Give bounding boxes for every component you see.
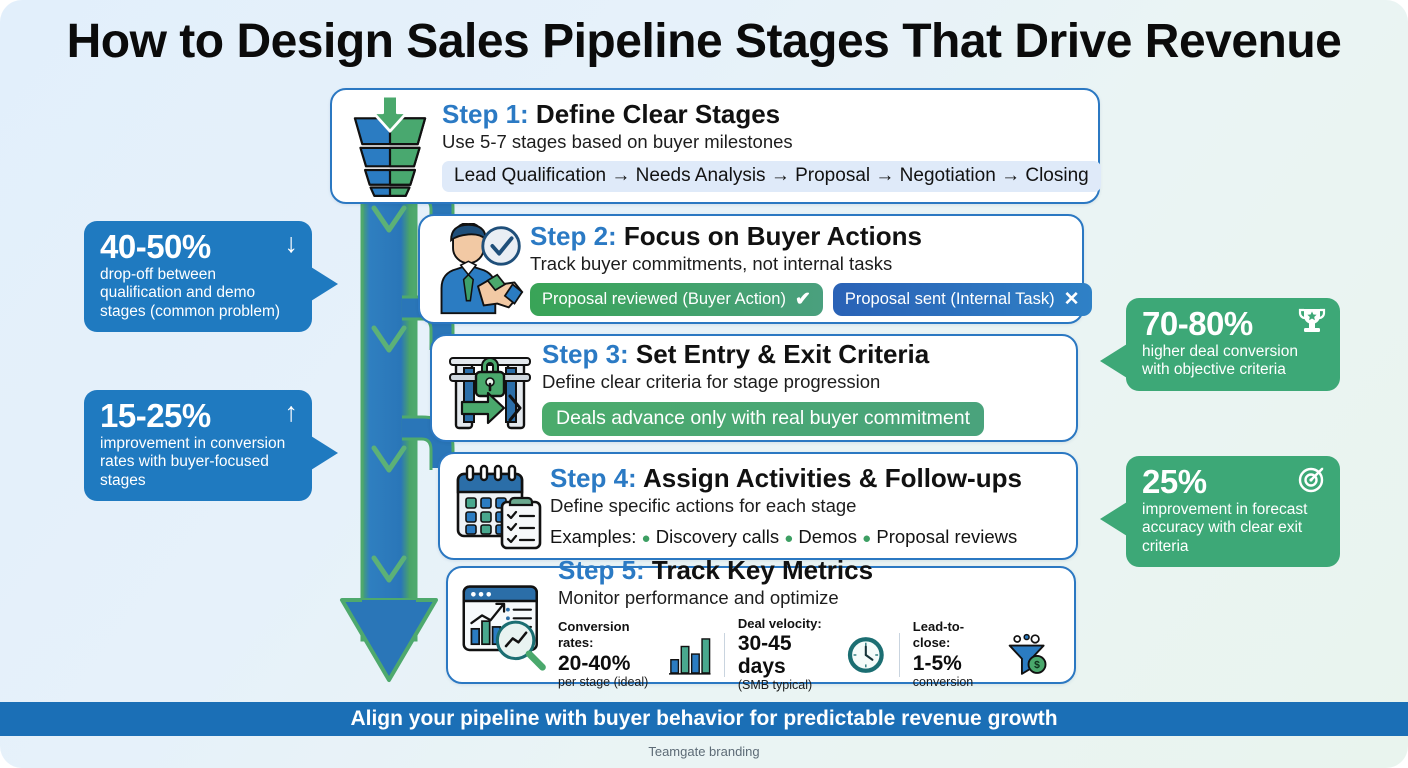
step-4-title: Step 4: Assign Activities & Follow-ups <box>550 464 1062 492</box>
callout-left-2: 15-25% ↑ improvement in conversion rates… <box>84 390 338 501</box>
step-4-examples: Examples: ● Discovery calls ● Demos ● Pr… <box>550 526 1062 548</box>
callout-right-2: 25% improvement in forecast accuracy wit… <box>1100 456 1340 567</box>
step-card-4[interactable]: Step 4: Assign Activities & Follow-ups D… <box>438 452 1078 560</box>
metric-deal-velocity: Deal velocity: 30-45 days (SMB typical) <box>725 616 899 694</box>
callout-left-1: 40-50% ↓ drop-off between qualification … <box>84 221 338 332</box>
step-1-title: Step 1: Define Clear Stages <box>442 100 1101 128</box>
bottom-banner: Align your pipeline with buyer behavior … <box>0 702 1408 736</box>
callout-tail <box>1100 502 1127 536</box>
callout-right-1: 70-80% higher deal conversion with objec… <box>1100 298 1340 391</box>
step-4-number: Step 4: <box>550 462 637 493</box>
step-card-3[interactable]: Step 3: Set Entry & Exit Criteria Define… <box>430 334 1078 442</box>
arrow-up-icon: ↑ <box>284 397 299 427</box>
callout-tail <box>311 267 338 301</box>
analytics-magnifier-icon <box>458 577 554 673</box>
page-title: How to Design Sales Pipeline Stages That… <box>66 15 1342 68</box>
callout-text: improvement in conversion rates with buy… <box>100 434 286 489</box>
bar-chart-icon <box>669 637 711 675</box>
step-5-heading: Track Key Metrics <box>651 555 874 586</box>
branding-footer: Teamgate branding <box>648 744 760 759</box>
example-item-3: Proposal reviews <box>876 526 1018 548</box>
handshake-buyer-icon <box>430 223 526 315</box>
step-3-title: Step 3: Set Entry & Exit Criteria <box>542 340 1062 368</box>
metric-note: conversion <box>912 674 974 689</box>
target-icon <box>1298 465 1326 497</box>
step-5-subtitle: Monitor performance and optimize <box>558 587 839 609</box>
metric-note: (SMB typical) <box>737 678 813 693</box>
buyer-action-badge: Proposal reviewed (Buyer Action) ✔ <box>530 283 823 317</box>
step-5-number: Step 5: <box>558 555 645 586</box>
step-3-subtitle: Define clear criteria for stage progress… <box>542 371 881 393</box>
step-3-heading: Set Entry & Exit Criteria <box>635 339 930 370</box>
callout-stat: 40-50% <box>100 228 211 265</box>
step-card-1[interactable]: Step 1: Define Clear Stages Use 5-7 stag… <box>330 88 1101 204</box>
callout-tail <box>1100 344 1127 378</box>
metric-label: Deal velocity: <box>737 615 822 631</box>
buyer-action-label: Proposal reviewed (Buyer Action) <box>542 290 786 309</box>
example-item-1: Discovery calls <box>655 526 780 548</box>
step-2-heading: Focus on Buyer Actions <box>623 220 922 251</box>
sales-funnel-icon <box>342 92 438 200</box>
check-icon: ✔ <box>794 289 811 311</box>
callout-stat: 25% <box>1142 463 1207 500</box>
examples-label: Examples: <box>550 526 637 548</box>
svg-text:$: $ <box>1034 660 1040 671</box>
step-card-2[interactable]: Step 2: Focus on Buyer Actions Track buy… <box>418 214 1092 324</box>
funnel-money-icon: $ <box>1008 633 1047 675</box>
metric-lead-to-close: Lead-to-close: 1-5% conversion $ <box>900 619 1060 690</box>
step-4-subtitle: Define specific actions for each stage <box>550 494 857 516</box>
internal-task-badge: Proposal sent (Internal Task) ✕ <box>832 283 1092 317</box>
internal-task-label: Proposal sent (Internal Task) <box>844 290 1055 309</box>
callout-stat: 15-25% <box>100 397 211 434</box>
step-5-title: Step 5: Track Key Metrics <box>558 556 1060 584</box>
bullet-icon: ● <box>862 530 872 548</box>
step-1-heading: Define Clear Stages <box>535 98 781 129</box>
metric-value: 20-40% <box>558 651 631 675</box>
metric-conversion-rates: Conversion rates: 20-40% per stage (idea… <box>558 619 724 690</box>
step-1-number: Step 1: <box>442 98 529 129</box>
step-5-metric-strip: Conversion rates: 20-40% per stage (idea… <box>558 616 1060 694</box>
metric-value: 30-45 days <box>737 631 792 678</box>
bullet-icon: ● <box>641 530 651 548</box>
step-3-criteria-chip: Deals advance only with real buyer commi… <box>542 401 985 436</box>
callout-stat: 70-80% <box>1142 305 1253 342</box>
metric-divider <box>723 632 725 677</box>
arrow-down-icon: ↓ <box>284 228 299 258</box>
step-2-title: Step 2: Focus on Buyer Actions <box>530 222 1092 250</box>
callout-tail <box>311 436 338 470</box>
trophy-icon <box>1298 307 1326 337</box>
calendar-checklist-icon <box>450 462 546 550</box>
metric-label: Conversion rates: <box>558 619 630 651</box>
metric-label: Lead-to-close: <box>912 619 965 651</box>
clock-icon <box>848 636 884 673</box>
metric-note: per stage (ideal) <box>558 674 649 689</box>
callout-text: improvement in forecast accuracy with cl… <box>1142 500 1308 555</box>
step-2-subtitle: Track buyer commitments, not internal ta… <box>530 252 893 274</box>
close-icon: ✕ <box>1063 289 1080 311</box>
step-card-5[interactable]: Step 5: Track Key Metrics Monitor perfor… <box>446 556 1076 692</box>
step-1-subtitle: Use 5-7 stages based on buyer milestones <box>442 130 793 152</box>
step-3-number: Step 3: <box>542 339 629 370</box>
metric-divider <box>898 632 900 677</box>
metric-value: 1-5% <box>912 651 962 675</box>
callout-text: drop-off between qualification and demo … <box>100 265 281 320</box>
step-2-number: Step 2: <box>530 220 617 251</box>
gate-lock-icon <box>442 344 538 432</box>
example-item-2: Demos <box>798 526 858 548</box>
bullet-icon: ● <box>784 530 794 548</box>
callout-text: higher deal conversion with objective cr… <box>1142 342 1298 379</box>
step-4-heading: Assign Activities & Follow-ups <box>642 462 1022 493</box>
step-1-stage-chain-chip: Lead Qualification → Needs Analysis → Pr… <box>442 161 1101 193</box>
